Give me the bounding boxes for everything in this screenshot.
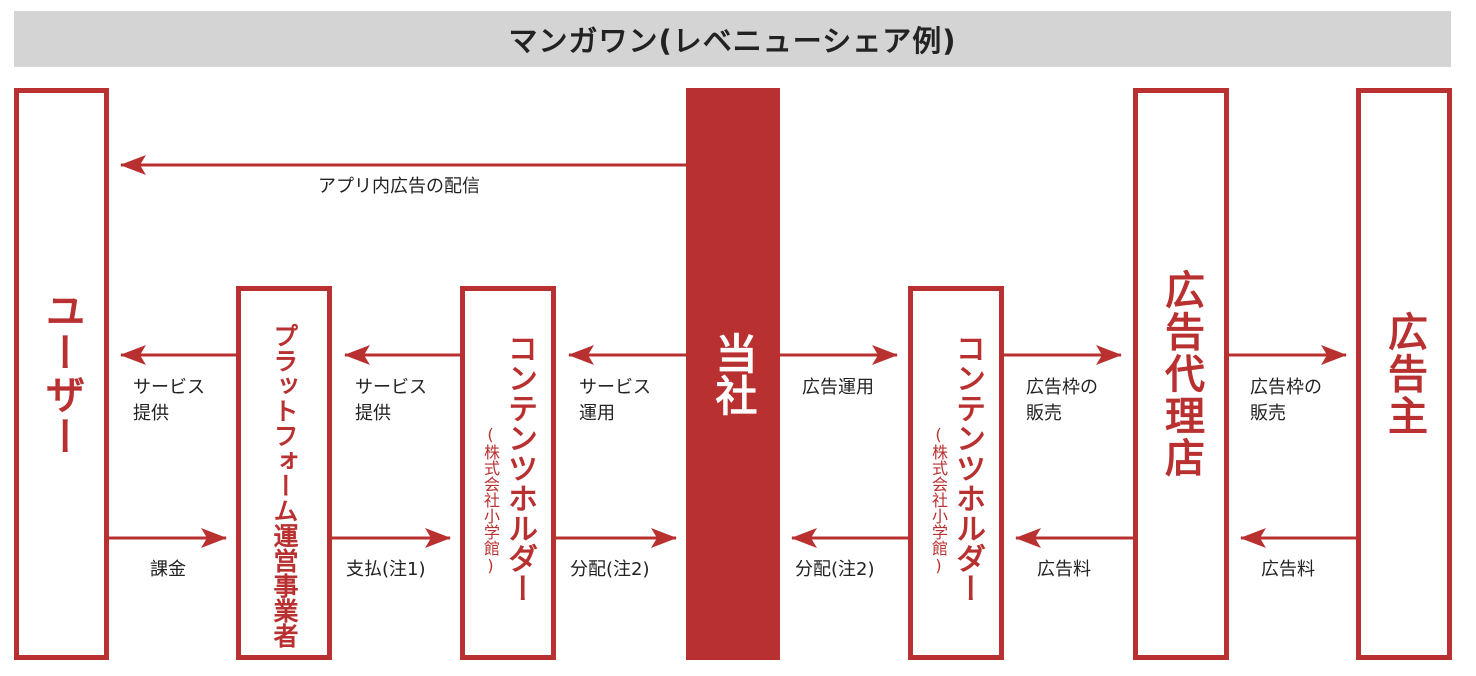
holder-right-content: コンテンツホルダー (株式会社小学館)	[929, 333, 985, 603]
label-ad-slot-sales-1: 広告枠の 販売	[1026, 375, 1098, 427]
label-in-app-ads: アプリ内広告の配信	[318, 176, 480, 197]
label-billing: 課金	[150, 559, 186, 580]
holder-left-company: (株式会社小学館)	[481, 425, 500, 575]
user-box: ユーザー	[14, 88, 109, 660]
label-ad-fee-2: 広告料	[1261, 559, 1315, 580]
label-distribution-left: 分配(注2)	[570, 559, 650, 580]
holder-left-box: コンテンツホルダー (株式会社小学館)	[460, 286, 556, 660]
agency-box: 広告代理店	[1133, 88, 1229, 660]
advertiser-label: 広告主	[1381, 311, 1427, 437]
company-box: 当社	[686, 88, 780, 660]
label-distribution-right: 分配(注2)	[795, 559, 875, 580]
label-service-ops-line2: 運用	[579, 403, 615, 424]
label-ad-slot-sales-2: 広告枠の 販売	[1250, 375, 1322, 427]
label-service-ops-line1: サービス	[579, 377, 651, 398]
label-ad-fee-1: 広告料	[1037, 559, 1091, 580]
label-service-user-line1: サービス	[133, 377, 205, 398]
diagram-title: マンガワン(レベニューシェア例)	[508, 24, 957, 58]
platform-box: プラットフォーム運営事業者	[236, 286, 332, 660]
user-label: ユーザー	[38, 290, 85, 458]
label-service-user-line2: 提供	[133, 403, 169, 424]
label-service-platform: サービス 提供	[355, 375, 427, 427]
holder-right-label: コンテンツホルダー	[950, 333, 985, 603]
label-service-user: サービス 提供	[133, 375, 205, 427]
label-ad-slot-sales-2-line1: 広告枠の	[1250, 377, 1322, 398]
label-service-ops: サービス 運用	[579, 375, 651, 427]
label-service-platform-line2: 提供	[355, 403, 391, 424]
advertiser-box: 広告主	[1356, 88, 1452, 660]
holder-left-label: コンテンツホルダー	[502, 333, 537, 603]
holder-right-box: コンテンツホルダー (株式会社小学館)	[908, 286, 1004, 660]
label-payment: 支払(注1)	[346, 559, 426, 580]
platform-label: プラットフォーム運営事業者	[270, 323, 299, 648]
company-label: 当社	[709, 332, 758, 416]
agency-label: 広告代理店	[1158, 269, 1204, 479]
label-ad-slot-sales-1-line2: 販売	[1026, 403, 1062, 424]
label-ad-ops: 広告運用	[802, 377, 874, 398]
holder-right-company: (株式会社小学館)	[929, 425, 948, 575]
label-service-platform-line1: サービス	[355, 377, 427, 398]
label-ad-slot-sales-1-line1: 広告枠の	[1026, 377, 1098, 398]
holder-left-content: コンテンツホルダー (株式会社小学館)	[481, 333, 537, 603]
label-ad-slot-sales-2-line2: 販売	[1250, 403, 1286, 424]
title-bar: マンガワン(レベニューシェア例)	[14, 11, 1451, 67]
